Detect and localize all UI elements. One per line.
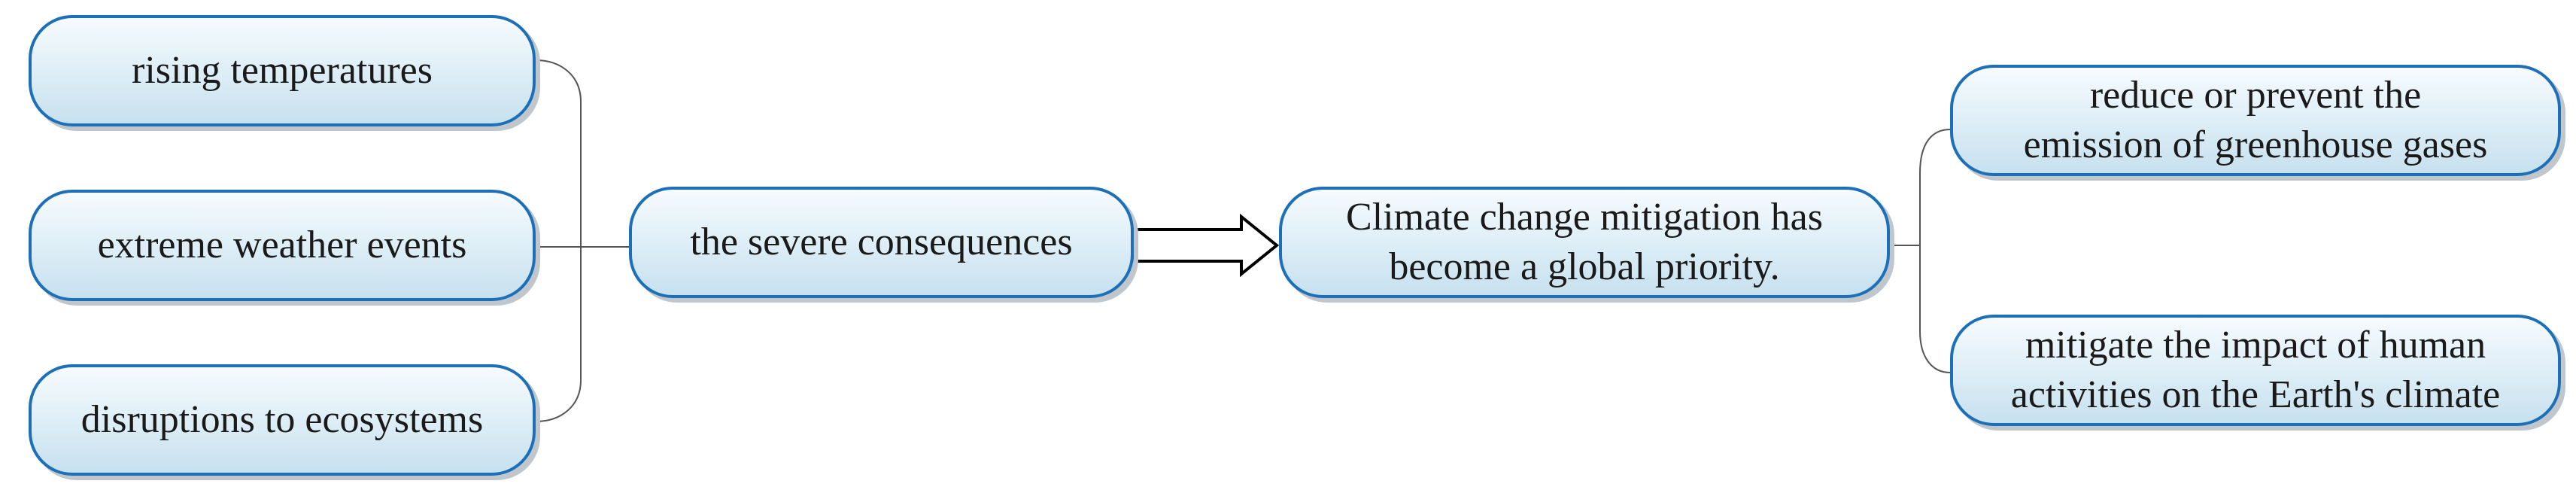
action-label: reduce or prevent the emission of greenh… — [2023, 74, 2488, 166]
action-bracket-bottom — [1919, 245, 1951, 373]
cause-bracket-bottom — [535, 247, 582, 422]
cause-node-ecosystem-disruptions: disruptions to ecosystems — [29, 364, 536, 476]
action-node-mitigate-impact: mitigate the impact of human activities … — [1950, 315, 2561, 426]
action-label: mitigate the impact of human activities … — [2010, 324, 2501, 416]
cause-label: rising temperatures — [132, 49, 433, 92]
cause-label: extreme weather events — [97, 224, 467, 266]
cause-node-rising-temperatures: rising temperatures — [29, 15, 536, 126]
cause-label: disruptions to ecosystems — [80, 398, 484, 441]
action-bracket-top — [1919, 129, 1951, 245]
cause-bracket-top — [535, 59, 582, 247]
consequence-node: the severe consequences — [629, 187, 1134, 298]
action-node-reduce-emissions: reduce or prevent the emission of greenh… — [1950, 65, 2561, 176]
consequence-label: the severe consequences — [690, 221, 1073, 263]
priority-node: Climate change mitigation has become a g… — [1279, 187, 1890, 298]
hollow-arrow — [1132, 213, 1280, 278]
priority-label: Climate change mitigation has become a g… — [1346, 196, 1823, 288]
cause-node-extreme-weather: extreme weather events — [29, 190, 536, 301]
